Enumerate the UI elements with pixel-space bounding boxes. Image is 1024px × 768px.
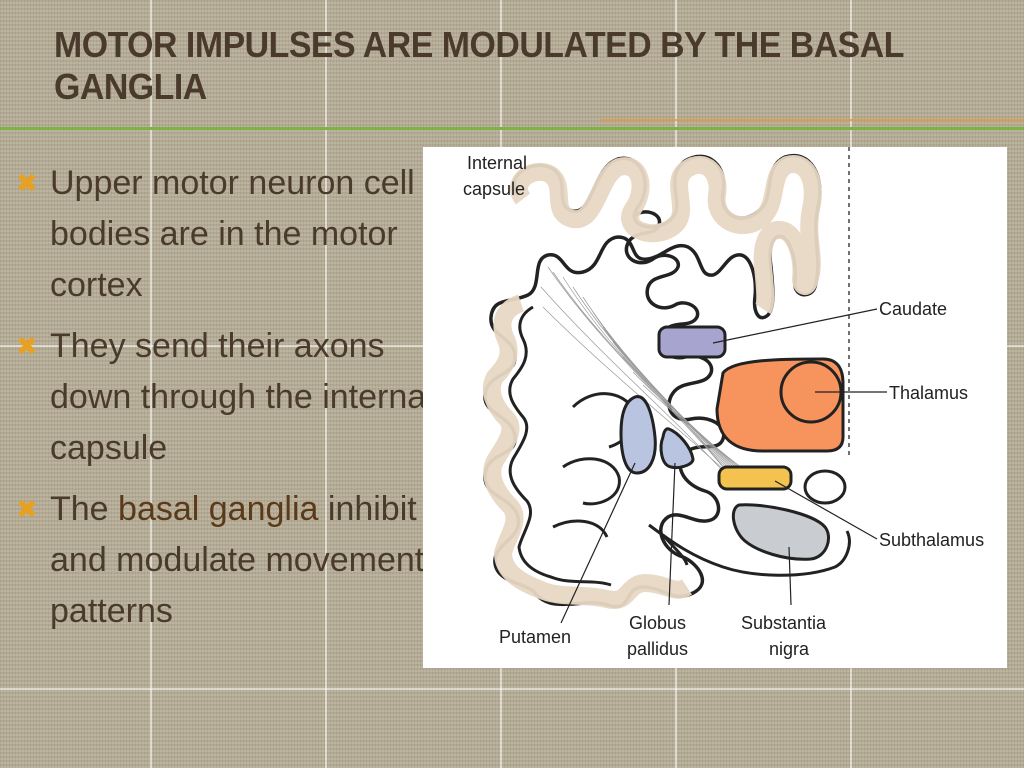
leader-lines <box>560 308 887 624</box>
bullet-item-1: ✖ Upper motor neuron cell bodies are in … <box>14 158 434 311</box>
subthalamus <box>717 465 793 491</box>
globus-pallidus <box>659 427 695 469</box>
caudate-nucleus <box>657 325 727 359</box>
label-internal-capsule-2: capsule <box>463 179 525 199</box>
sulcus-line <box>552 519 609 538</box>
cortex-band-fill-left <box>482 294 692 609</box>
title-underline-orange <box>600 119 1024 121</box>
slide-title: Motor impulses are modulated by the basa… <box>54 24 904 107</box>
bullet-item-3: ✖ The basal ganglia inhibit and modulate… <box>14 484 434 637</box>
sulcus-line <box>562 457 621 506</box>
x-bullet-icon: ✖ <box>16 331 38 361</box>
label-internal-capsule-1: Internal <box>467 153 527 173</box>
brainstem-lower <box>661 534 689 566</box>
mamillary-body <box>803 469 847 505</box>
bullet-text-continued: inhibit and modulate movement patterns <box>50 490 425 630</box>
substantia-nigra <box>731 503 830 561</box>
label-substantia-1: Substantia <box>741 613 827 633</box>
putamen <box>619 395 657 475</box>
label-substantia-2: nigra <box>769 639 810 659</box>
label-thalamus: Thalamus <box>889 383 968 403</box>
label-caudate: Caudate <box>879 299 947 319</box>
brainstem-outline <box>648 523 851 577</box>
x-bullet-icon: ✖ <box>16 168 38 198</box>
bullet-highlight-term: basal ganglia <box>118 490 319 528</box>
brain-section-svg: Internal capsule Caudate Thalamus Subtha… <box>463 147 984 659</box>
bullet-list: ✖ Upper motor neuron cell bodies are in … <box>14 158 434 647</box>
bullet-text: Upper motor neuron cell bodies are in th… <box>50 164 415 304</box>
label-subthalamus: Subthalamus <box>879 530 984 550</box>
label-globus-1: Globus <box>629 613 686 633</box>
label-globus-2: pallidus <box>627 639 688 659</box>
x-bullet-icon: ✖ <box>16 494 38 524</box>
cortex-inner-edge <box>508 305 612 587</box>
cortex-band-fill <box>510 155 822 314</box>
title-underline-green <box>0 127 1024 130</box>
label-putamen: Putamen <box>499 627 571 647</box>
basal-ganglia-diagram: Internal capsule Caudate Thalamus Subtha… <box>423 147 1007 668</box>
internal-capsule-fibers <box>540 266 744 470</box>
bullet-text: They send their axons down through the i… <box>50 327 434 467</box>
bullet-item-2: ✖ They send their axons down through the… <box>14 321 434 474</box>
bullet-text: The <box>50 490 119 528</box>
